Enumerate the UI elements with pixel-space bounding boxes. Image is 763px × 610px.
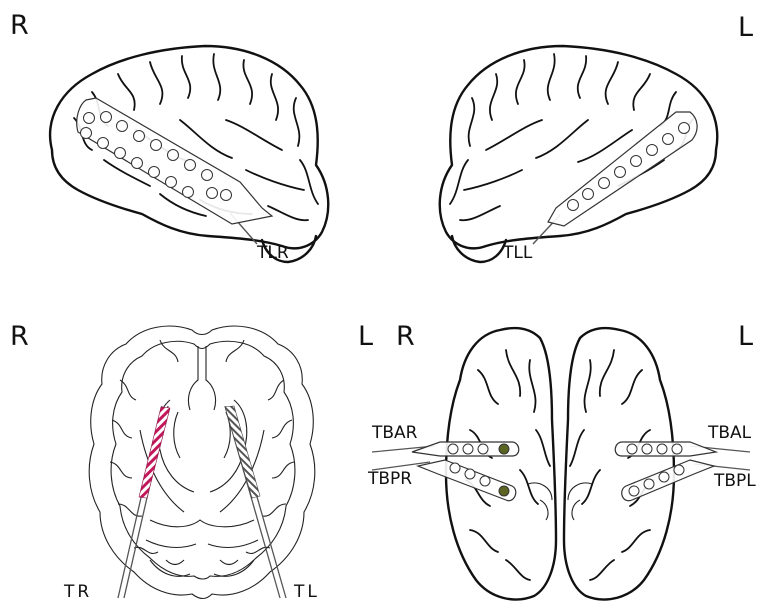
basal-view-panel: R L — [367, 321, 756, 599]
left-lateral-brain-panel: L TLL — [440, 12, 753, 263]
basal-right-hemisphere — [446, 328, 556, 599]
label-tr: TR — [63, 582, 92, 602]
side-label-right: R — [10, 10, 29, 41]
label-tbpr: TBPR — [367, 469, 412, 489]
axial-brain-section — [89, 326, 315, 598]
basal-side-label-right: R — [396, 321, 415, 352]
left-hemisphere-outline — [440, 46, 717, 262]
strip-tbal — [615, 442, 750, 456]
label-tbar: TBAR — [371, 423, 418, 443]
basal-left-hemisphere — [564, 328, 674, 599]
side-label-left: L — [738, 12, 753, 43]
strip-tbar — [372, 442, 519, 456]
electrode-strip-tlr — [77, 98, 272, 244]
right-lateral-brain-panel: R TLR — [10, 10, 328, 263]
label-tbal: TBAL — [707, 423, 752, 443]
label-tll: TLL — [502, 243, 533, 263]
label-tl: TL — [293, 582, 320, 602]
basal-side-label-left: L — [738, 321, 753, 352]
label-tlr: TLR — [256, 243, 289, 263]
axial-side-label-right: R — [10, 321, 29, 352]
axial-side-label-left: L — [358, 321, 373, 352]
electrode-strip-tll — [533, 112, 697, 244]
label-tbpl: TBPL — [713, 471, 756, 491]
depth-electrode-tl — [225, 406, 286, 598]
axial-section-panel: R L TR TL — [10, 321, 373, 602]
